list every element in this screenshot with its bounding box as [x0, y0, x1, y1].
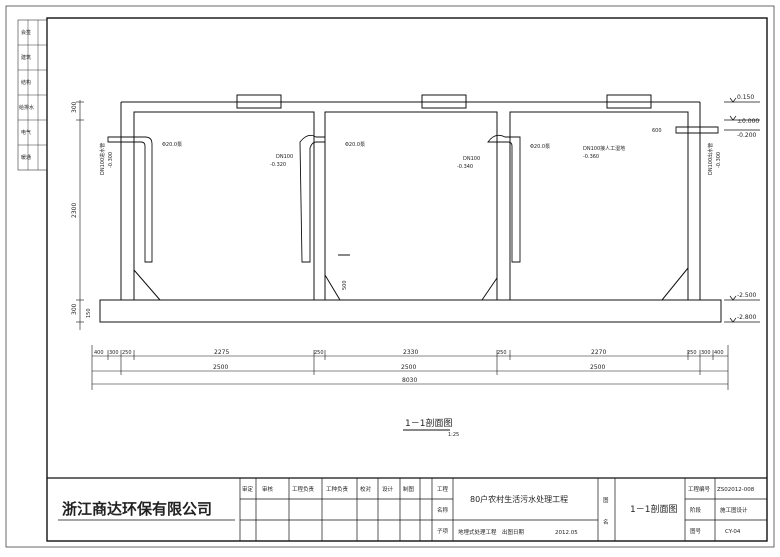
dim-r1-7: 2270	[591, 349, 606, 356]
date-value: 2012.05	[555, 530, 578, 536]
chamber-3	[509, 111, 689, 301]
riser-pipe-1	[299, 134, 326, 263]
pipe-3-label: DN100接人工湿地	[583, 145, 625, 152]
base-thickness-label: 150	[86, 308, 92, 318]
date-label: 出图日期	[502, 528, 525, 536]
project-label-b: 名称	[437, 506, 449, 514]
outer-border	[5, 5, 775, 548]
outlet-pipe-level: -0.300	[716, 152, 722, 168]
role-1: 审核	[262, 485, 274, 493]
tank-structure	[99, 94, 722, 323]
inlet-pipe-level: -0.300	[108, 152, 114, 168]
project-name: 80户农村生活污水处理工程	[470, 494, 568, 504]
role-0: 审定	[242, 485, 254, 493]
dimension-chains	[91, 345, 729, 390]
pipe-1-level: -0.320	[270, 162, 286, 168]
company-name: 浙江商达环保有限公司	[62, 500, 212, 518]
role-3: 工种负责	[326, 485, 349, 493]
sheet-label: 图号	[690, 527, 702, 535]
sub-item: 地埋式处理工程	[458, 528, 497, 536]
role-6: 制图	[403, 485, 415, 493]
pipe-2-level: -0.340	[457, 164, 473, 170]
strip-label-0: 会签	[21, 29, 31, 36]
dim-r1-10: 400	[714, 350, 724, 356]
manhole-cover-1	[236, 94, 282, 109]
hopper-2-left	[324, 274, 341, 301]
project-label-c: 子项	[437, 528, 449, 535]
dim-left-height: 2300	[71, 203, 78, 218]
project-no: ZS02012-008	[717, 487, 755, 493]
dim-r1-2: 250	[122, 350, 132, 356]
chamber-2	[324, 111, 498, 301]
dim-r1-9: 300	[701, 350, 711, 356]
dim-r1-5: 2330	[403, 349, 418, 356]
riser-3-label: Φ20.0泵	[530, 144, 550, 150]
elevation-marks	[724, 97, 760, 323]
inner-border	[46, 17, 768, 542]
dim-r2-0: 2500	[213, 364, 228, 371]
role-4: 校对	[360, 485, 372, 493]
strip-label-2: 结构	[21, 79, 31, 86]
outlet-pipe	[675, 126, 719, 134]
strip-label-5: 暖通	[21, 154, 31, 161]
outlet-pipe-label: DN100出水管	[707, 143, 714, 175]
role-2: 工程负责	[292, 485, 315, 493]
dim-total: 8030	[402, 377, 417, 384]
strip-label-4: 电气	[21, 129, 31, 136]
countersign-strip: 会签 建筑 结构 给排水 电气 暖通	[17, 19, 48, 171]
hopper-3-right	[661, 267, 689, 301]
left-dimension-line	[76, 100, 84, 330]
dim-r1-1: 300	[109, 350, 119, 356]
drawing-label-b: 名	[603, 518, 609, 526]
hopper-1-left	[133, 269, 161, 301]
base-slab	[99, 299, 722, 323]
project-label-a: 工程	[437, 485, 449, 493]
chamber-1	[133, 111, 315, 301]
drawing-label-a: 图	[603, 496, 609, 504]
section-title: 1－1剖面图	[405, 417, 452, 429]
stage: 施工图设计	[720, 506, 748, 514]
stage-label: 阶段	[690, 506, 702, 514]
inlet-pipe	[107, 136, 153, 263]
manhole-cover-3	[606, 94, 652, 109]
role-5: 设计	[382, 485, 394, 493]
hopper-2-right	[481, 277, 498, 301]
riser-pipe-2	[487, 134, 521, 263]
elevation-ground: ±0.000	[737, 118, 759, 125]
dim-r1-6: 250	[497, 350, 507, 356]
riser-1-label: Φ20.0泵	[162, 142, 182, 148]
opening-height-label: 500	[342, 280, 348, 290]
manhole-cover-2	[421, 94, 467, 109]
sheet-no: CY-04	[725, 529, 741, 535]
pipe-2-label: DN100	[463, 156, 480, 162]
dim-left-bottom: 300	[71, 303, 78, 315]
pipe-network	[107, 126, 719, 263]
pipe-1-label: DN100	[276, 154, 293, 160]
drawing-name: 1－1剖面图	[630, 503, 677, 515]
elevation-inlet: -0.200	[737, 132, 757, 139]
elevation-bottom-inner: -2.500	[737, 292, 757, 299]
inlet-pipe-label: DN100进水管	[99, 143, 106, 175]
elevation-bottom-base: -2.800	[737, 314, 757, 321]
outlet-width-label: 600	[652, 128, 662, 134]
dim-left-top: 300	[71, 101, 78, 113]
strip-label-1: 建筑	[21, 54, 31, 61]
riser-2-label: Φ20.0泵	[345, 142, 365, 148]
strip-label-3: 给排水	[19, 104, 34, 111]
dim-r2-2: 2500	[590, 364, 605, 371]
dim-r1-4: 250	[314, 350, 324, 356]
title-block	[47, 477, 767, 541]
pipe-3-level: -0.360	[583, 154, 599, 160]
section-scale: 1:25	[448, 432, 459, 438]
dim-r1-3: 2275	[214, 349, 229, 356]
dim-r2-1: 2500	[401, 364, 416, 371]
dim-r1-0: 400	[94, 350, 104, 356]
dim-r1-8: 250	[687, 350, 697, 356]
project-no-label: 工程编号	[688, 485, 711, 493]
elevation-top: 0.150	[737, 94, 754, 101]
